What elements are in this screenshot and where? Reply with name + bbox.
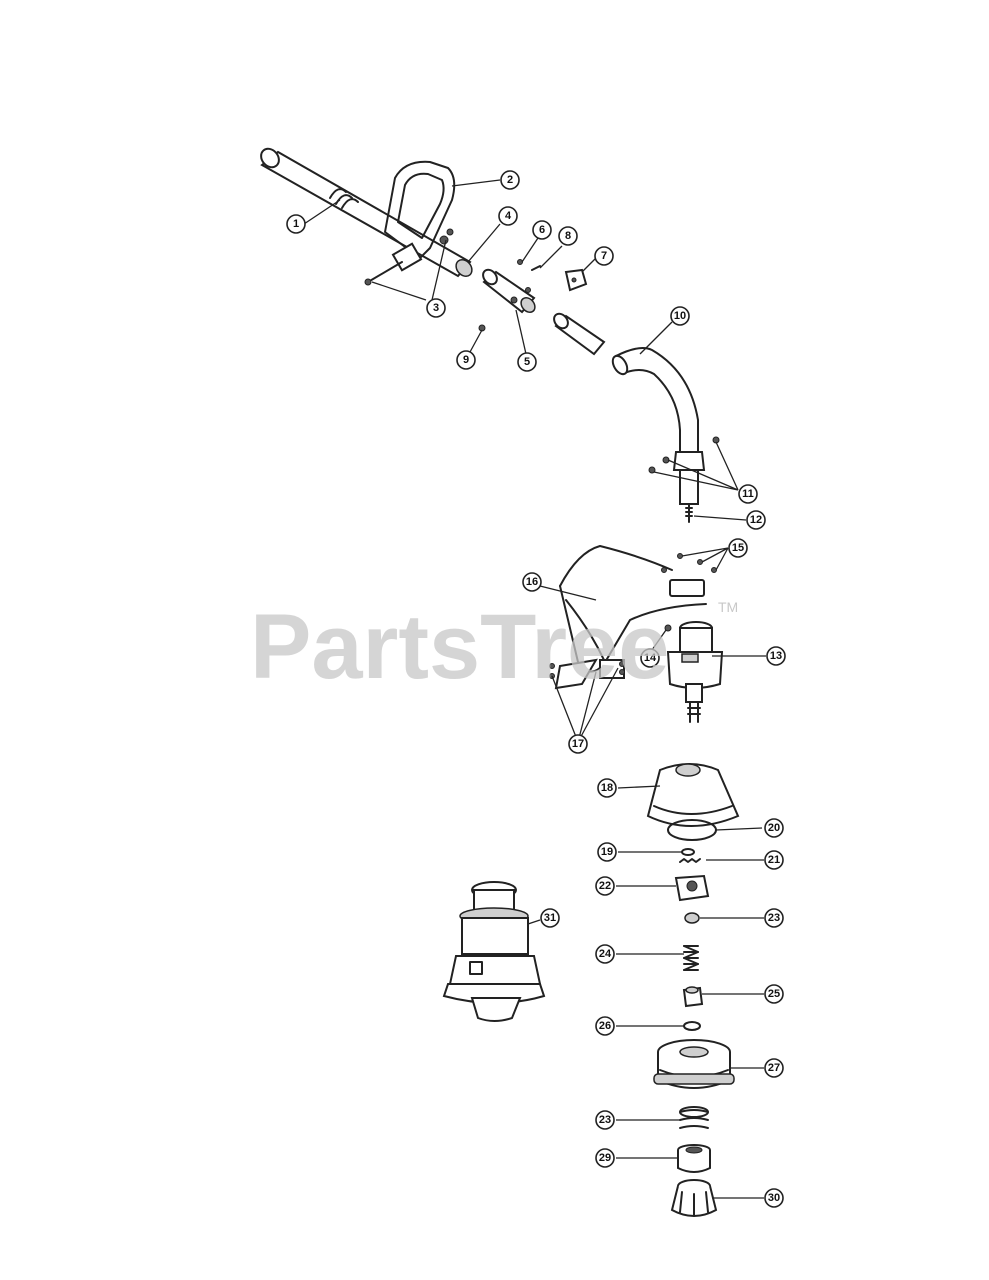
svg-text:11: 11 xyxy=(742,488,754,500)
callout-30: 30 xyxy=(764,1188,784,1208)
callout-27: 27 xyxy=(764,1058,784,1078)
svg-text:29: 29 xyxy=(599,1152,611,1164)
callout-31: 31 xyxy=(540,908,560,928)
svg-text:3: 3 xyxy=(433,302,439,314)
deflector-shield xyxy=(549,545,717,690)
callout-24: 24 xyxy=(595,944,615,964)
svg-text:20: 20 xyxy=(768,822,780,834)
leader-lines xyxy=(303,179,766,1199)
callout-10: 10 xyxy=(670,306,690,326)
svg-text:23: 23 xyxy=(599,1114,611,1126)
callout-1: 1 xyxy=(286,214,306,234)
bump-knob xyxy=(670,1179,718,1217)
svg-text:2: 2 xyxy=(507,174,513,186)
callout-17: 17 xyxy=(568,734,588,754)
watermark: PartsTree xyxy=(250,596,669,698)
svg-text:9: 9 xyxy=(463,354,469,366)
bearing-washer xyxy=(684,912,700,924)
callout-25: 25 xyxy=(764,984,784,1004)
callout-5: 5 xyxy=(517,352,537,372)
foam-grip-sleeve xyxy=(553,312,606,356)
svg-text:4: 4 xyxy=(505,210,512,222)
assist-handle xyxy=(364,160,456,286)
callout-14: 14 xyxy=(640,648,660,668)
svg-text:26: 26 xyxy=(599,1020,611,1032)
eyelet-cam xyxy=(674,874,710,902)
small-washers xyxy=(679,848,701,863)
svg-text:14: 14 xyxy=(644,652,657,664)
svg-text:8: 8 xyxy=(565,230,571,242)
assembled-trimmer-head xyxy=(442,881,546,1022)
o-ring xyxy=(683,1021,701,1031)
svg-text:10: 10 xyxy=(674,310,686,322)
callout-9: 9 xyxy=(456,350,476,370)
svg-text:30: 30 xyxy=(768,1192,780,1204)
callout-2: 2 xyxy=(500,170,520,190)
callout-7: 7 xyxy=(594,246,614,266)
watermark-trademark: TM xyxy=(718,599,738,615)
callout-8: 8 xyxy=(558,226,578,246)
drive-nut xyxy=(682,986,704,1008)
spool xyxy=(653,1039,735,1089)
small-hardware xyxy=(478,259,588,332)
callout-13: 13 xyxy=(766,646,786,666)
callout-23-lower: 23 xyxy=(595,1110,615,1130)
svg-text:16: 16 xyxy=(526,576,538,588)
svg-text:27: 27 xyxy=(768,1062,780,1074)
callout-12: 12 xyxy=(746,510,766,530)
callout-20: 20 xyxy=(764,818,784,838)
svg-text:18: 18 xyxy=(601,782,613,794)
svg-text:15: 15 xyxy=(732,542,744,554)
callout-4: 4 xyxy=(498,206,518,226)
svg-text:1: 1 xyxy=(293,218,299,230)
svg-text:21: 21 xyxy=(768,854,780,866)
svg-text:25: 25 xyxy=(768,988,780,1000)
upper-shaft-tube xyxy=(260,147,473,278)
svg-text:22: 22 xyxy=(599,880,611,892)
callout-22: 22 xyxy=(595,876,615,896)
callout-15: 15 xyxy=(728,538,748,558)
svg-text:31: 31 xyxy=(544,912,556,924)
gear-head xyxy=(664,621,724,723)
bump-cup xyxy=(677,1144,711,1173)
trimmer-head-housing xyxy=(646,763,740,827)
svg-text:13: 13 xyxy=(770,650,782,662)
coupler-tube xyxy=(482,268,536,314)
svg-text:24: 24 xyxy=(599,948,612,960)
callout-26: 26 xyxy=(595,1016,615,1036)
curved-lower-shaft xyxy=(611,347,720,523)
svg-text:17: 17 xyxy=(572,738,584,750)
callout-6: 6 xyxy=(532,220,552,240)
svg-text:7: 7 xyxy=(601,250,607,262)
callout-16: 16 xyxy=(522,572,542,592)
callout-21: 21 xyxy=(764,850,784,870)
svg-text:23: 23 xyxy=(768,912,780,924)
callout-29: 29 xyxy=(595,1148,615,1168)
svg-text:12: 12 xyxy=(750,514,762,526)
callout-3: 3 xyxy=(426,298,446,318)
callout-23: 23 xyxy=(764,908,784,928)
spring xyxy=(683,945,699,971)
spring-lower xyxy=(679,1106,709,1129)
callout-11: 11 xyxy=(738,484,758,504)
callout-18: 18 xyxy=(597,778,617,798)
svg-text:5: 5 xyxy=(524,356,530,368)
svg-text:19: 19 xyxy=(601,846,613,858)
callout-19: 19 xyxy=(597,842,617,862)
svg-text:6: 6 xyxy=(539,224,545,236)
